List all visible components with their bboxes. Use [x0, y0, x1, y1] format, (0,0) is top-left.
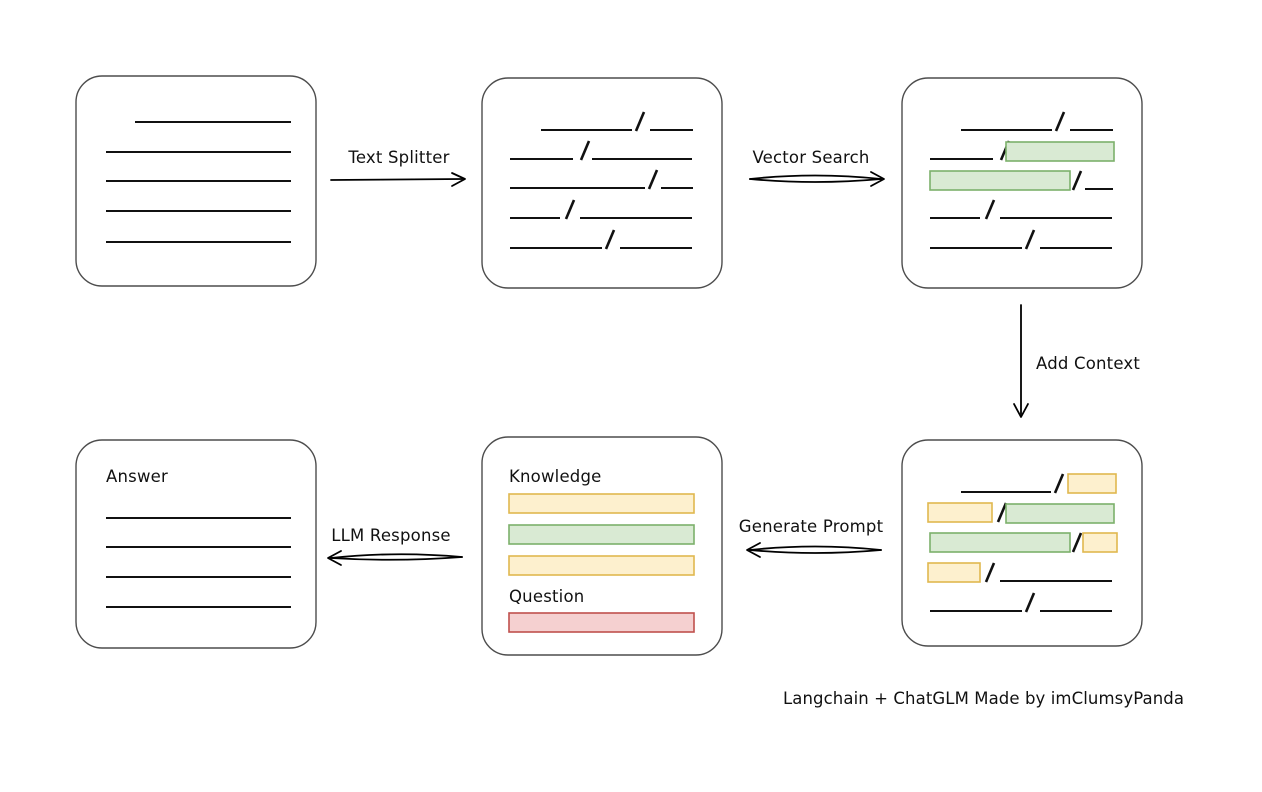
arrow-label-add-context: Add Context	[1036, 354, 1140, 373]
card-split-document[interactable]	[481, 77, 723, 289]
searched-document-lines	[929, 111, 1115, 250]
card-source-document[interactable]	[75, 75, 317, 287]
answer-card-frame	[75, 439, 317, 649]
context-highlight-yellow-2	[927, 502, 993, 523]
context-document-lines	[927, 473, 1118, 613]
arrow-vector-search: Vector Search	[749, 148, 885, 187]
knowledge-bar-1	[508, 493, 695, 514]
card-prompt[interactable]: Knowledge Question	[481, 436, 723, 656]
question-bar-1	[508, 612, 695, 633]
prompt-knowledge-label: Knowledge	[509, 467, 602, 486]
source-document-lines	[106, 120, 291, 244]
arrow-text-splitter: Text Splitter	[330, 148, 466, 187]
arrow-label-llm-response: LLM Response	[331, 526, 451, 545]
split-document-card-frame	[481, 77, 723, 289]
knowledge-bar-3	[508, 555, 695, 576]
answer-card-lines	[106, 516, 291, 609]
context-highlight-yellow-4	[927, 562, 981, 583]
searched-highlight-green-1	[1005, 141, 1115, 162]
arrow-label-text-splitter: Text Splitter	[347, 148, 449, 167]
arrow-label-generate-prompt: Generate Prompt	[739, 517, 884, 536]
card-searched-document[interactable]	[901, 77, 1143, 289]
split-document-lines	[510, 111, 693, 250]
arrow-label-vector-search: Vector Search	[752, 148, 869, 167]
arrow-generate-prompt: Generate Prompt	[739, 517, 884, 558]
answer-card-title: Answer	[106, 467, 168, 486]
prompt-question-label: Question	[509, 587, 584, 606]
arrow-add-context: Add Context	[1013, 304, 1140, 418]
card-answer[interactable]: Answer	[75, 439, 317, 649]
card-context-document[interactable]	[901, 439, 1143, 647]
context-highlight-green-2	[929, 532, 1071, 553]
context-highlight-green-1	[1005, 503, 1115, 524]
prompt-card-frame	[481, 436, 723, 656]
context-highlight-yellow-3	[1082, 532, 1118, 553]
credit-caption: Langchain + ChatGLM Made by imClumsyPand…	[783, 689, 1184, 708]
context-highlight-yellow-1	[1067, 473, 1117, 494]
searched-highlight-green-2	[929, 170, 1071, 191]
arrow-llm-response: LLM Response	[327, 526, 463, 566]
knowledge-bar-2	[508, 524, 695, 545]
